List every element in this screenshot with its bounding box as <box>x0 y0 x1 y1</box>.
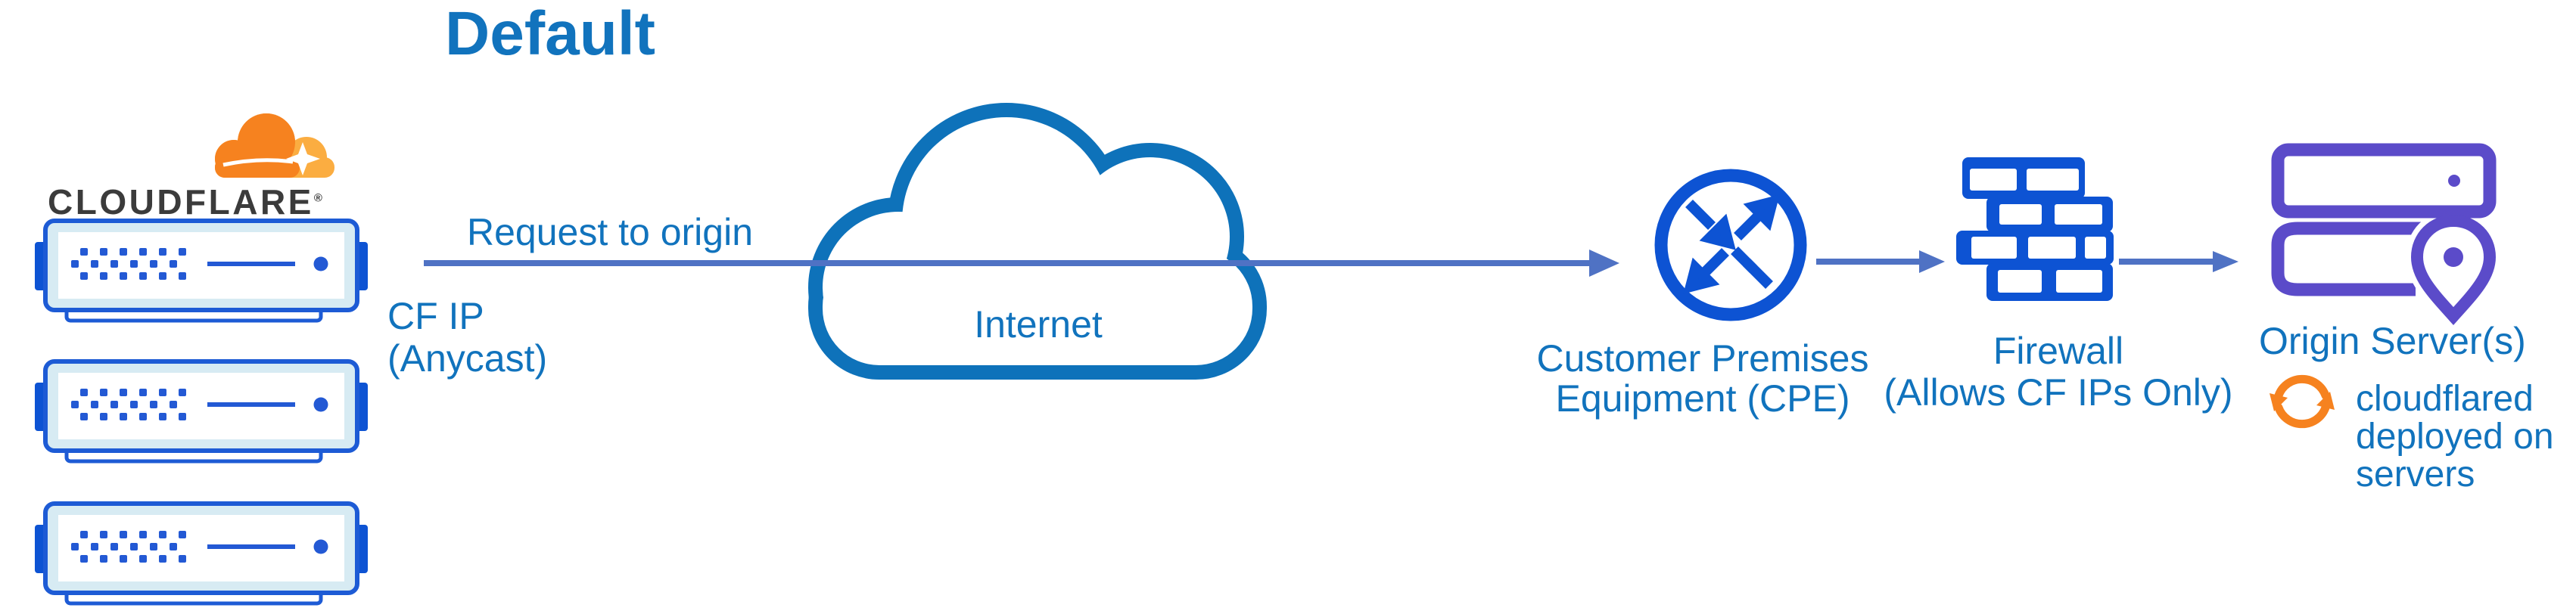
firewall-label: Firewall (Allows CF IPs Only) <box>1877 330 2240 414</box>
arrow-firewall-to-origin <box>2119 251 2238 272</box>
cpe-label-line1: Customer Premises <box>1536 337 1869 380</box>
cloudflared-note-line1: cloudflared <box>2356 379 2534 419</box>
firewall-label-line2: (Allows CF IPs Only) <box>1884 371 2233 414</box>
cf-ip-line: CF IP <box>387 295 484 337</box>
request-to-origin-label: Request to origin <box>467 211 754 253</box>
cloudflared-note-line2: deployed on <box>2356 417 2554 457</box>
logo-spark <box>286 142 320 175</box>
cloudflared-note-line3: servers <box>2356 454 2475 495</box>
cloudflare-wordmark: CLOUDFLARE® <box>48 185 322 219</box>
cloudflare-logo-icon <box>215 113 334 178</box>
arrow-cpe-to-firewall <box>1816 250 1945 273</box>
origin-server-icon <box>2271 143 2502 333</box>
arrow-request-to-origin <box>424 250 1619 277</box>
cf-ip-anycast-label: CF IP (Anycast) <box>387 295 547 380</box>
firewall-icon <box>1956 157 2114 301</box>
cpe-label-line2: Equipment (CPE) <box>1555 377 1850 420</box>
anycast-line: (Anycast) <box>387 337 548 380</box>
cpe-label: Customer Premises Equipment (CPE) <box>1536 339 1869 419</box>
page-title: Default <box>445 0 655 68</box>
cpe-router-icon <box>1654 169 1807 321</box>
sync-arrows-icon <box>2270 374 2335 429</box>
firewall-label-line1: Firewall <box>1993 330 2124 372</box>
location-pin-icon <box>2410 214 2497 325</box>
registered-mark: ® <box>313 191 322 205</box>
internet-label: Internet <box>974 303 1103 346</box>
edge-server-stack <box>35 221 368 603</box>
internet-cloud-icon <box>808 103 1267 380</box>
cloudflared-note: cloudflared deployed on servers <box>2356 380 2554 494</box>
wordmark-text: CLOUDFLARE <box>48 182 314 222</box>
origin-servers-label: Origin Server(s) <box>2259 320 2526 362</box>
